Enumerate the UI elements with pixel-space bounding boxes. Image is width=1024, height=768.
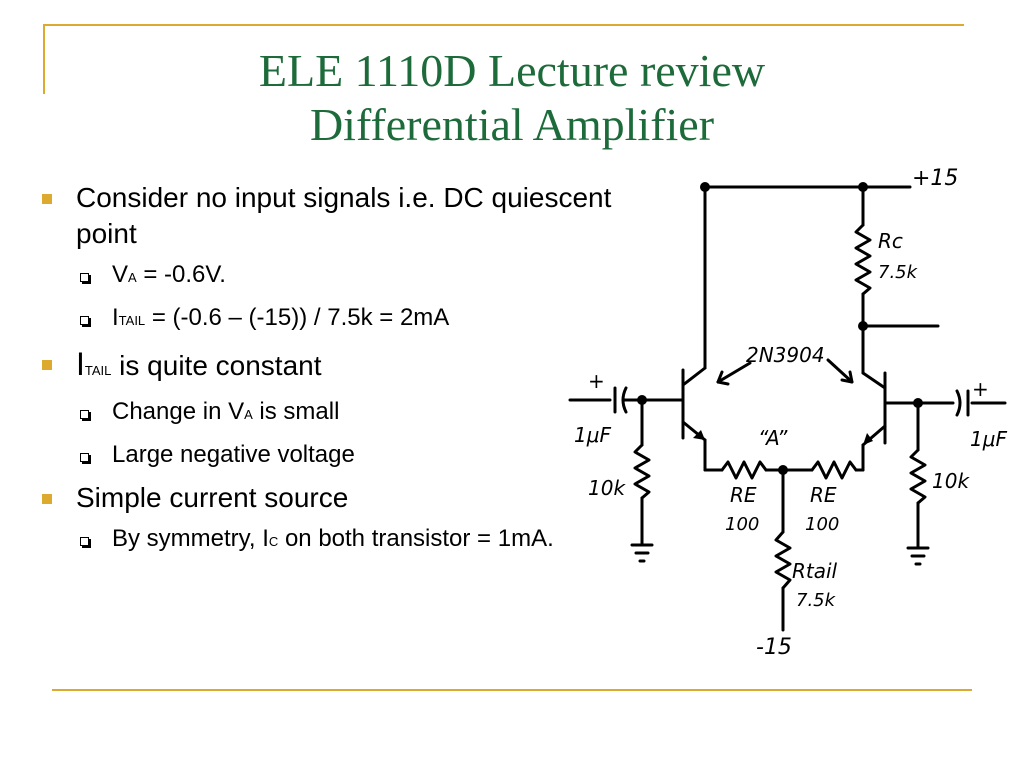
sub-bullet-2-2-text: Large negative voltage [112,441,355,468]
slide-title: ELE 1110D Lecture review Differential Am… [60,44,964,152]
sub-bullet-2-2: Large negative voltage [38,440,638,470]
sub-bullet-3-1-post: on both transistor = 1mA. [278,525,554,552]
bullet-2-subscript: TAIL [84,363,112,378]
sub-bullet-3-1-subscript: C [268,534,279,549]
differential-amplifier-circuit: +15 Rc 7.5k 2N3904 “A” + 1μF + 1μF 10k 1… [568,166,1007,660]
hollow-square-bullet-icon [80,410,89,419]
hollow-square-bullet-icon [80,537,89,546]
hollow-square-bullet-icon [80,453,89,462]
cap-right-plus: + [972,377,989,401]
hollow-square-bullet-icon [80,273,89,282]
bullet-3: Simple current source [38,480,638,516]
sub-bullet-2-1-subscript: A [244,407,253,422]
sub-bullet-1-2: ITAIL = (-0.6 – (-15)) / 7.5k = 2mA [38,303,638,336]
bullet-2-pre: I [76,346,85,382]
vneg-label: -15 [756,635,792,660]
square-bullet-icon [42,194,52,204]
bullet-2-post: is quite constant [111,350,322,381]
bullet-list: Consider no input signals i.e. DC quiesc… [38,180,638,567]
hollow-square-bullet-icon [80,316,89,325]
rb-right-label: 10k [932,469,970,493]
bullet-1: Consider no input signals i.e. DC quiesc… [38,180,638,252]
title-line-2: Differential Amplifier [309,99,715,150]
square-bullet-icon [42,494,52,504]
vpos-label: +15 [912,166,958,191]
rc-value: 7.5k [878,262,919,283]
sub-bullet-1-2-subscript: TAIL [118,313,146,328]
sub-bullet-2-1-pre: Change in V [112,398,245,425]
sub-bullet-1-1-pre: V [112,261,129,288]
sub-bullet-2-1-post: is small [252,398,340,425]
sub-bullet-1-1: VA = -0.6V. [38,260,638,293]
re-right-value: 100 [805,514,839,535]
sub-bullet-1-2-post: = (-0.6 – (-15)) / 7.5k = 2mA [145,304,450,331]
transistor-label: 2N3904 [746,343,825,367]
sub-bullet-3-1-pre: By symmetry, I [112,525,269,552]
sub-bullet-2-1: Change in VA is small [38,397,638,430]
cap-left-plus: + [588,369,605,393]
title-line-1: ELE 1110D Lecture review [258,45,766,96]
bullet-1-text: Consider no input signals i.e. DC quiesc… [76,182,612,249]
rtail-label: Rtail [792,559,838,583]
re-right-label: RE [810,483,837,507]
cap-right-label: 1μF [970,427,1007,451]
node-a-label: “A” [758,426,788,450]
sub-bullet-3-1: By symmetry, IC on both transistor = 1mA… [38,524,662,557]
rtail-value: 7.5k [796,590,837,611]
rb-left-label: 10k [588,476,626,500]
frame-top-line [43,24,964,26]
bullet-3-text: Simple current source [76,482,349,513]
square-bullet-icon [42,360,52,370]
sub-bullet-1-1-post: = -0.6V. [136,261,226,288]
rc-label: Rc [878,229,903,253]
sub-bullet-1-1-subscript: A [128,270,137,285]
frame-bottom-line [52,689,972,691]
re-left-label: RE [730,483,757,507]
cap-left-label: 1μF [574,423,611,447]
frame-left-line [43,24,45,94]
re-left-value: 100 [725,514,759,535]
sub-bullet-1-2-pre: I [112,304,119,331]
bullet-2: ITAIL is quite constant [38,346,638,389]
